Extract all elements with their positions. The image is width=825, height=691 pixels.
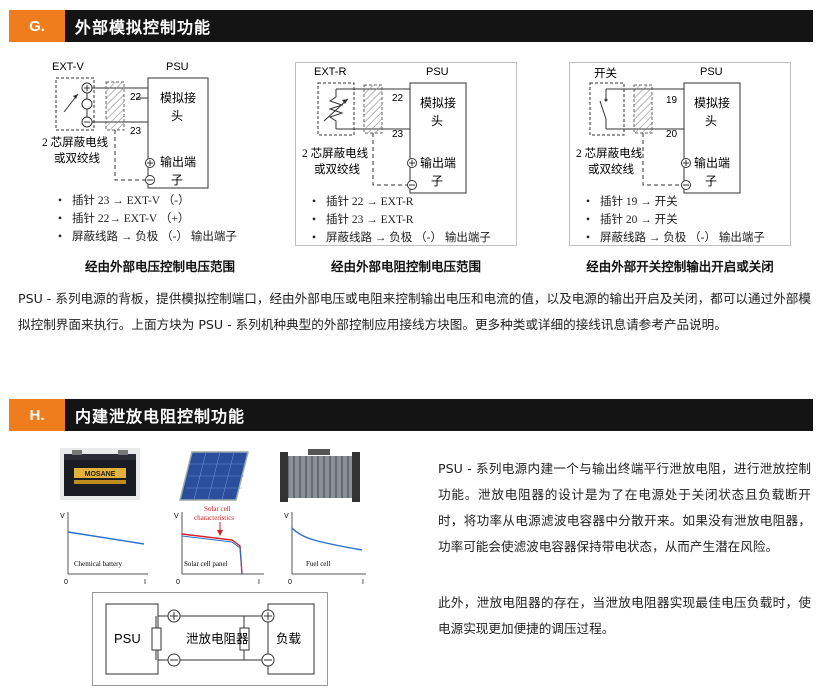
diagram3-bullet: 插针 20 → 开关 <box>580 211 765 229</box>
cable-label-1: 2 芯屏蔽电线 <box>302 146 369 160</box>
cable-label-1: 2 芯屏蔽电线 <box>576 146 643 160</box>
axis-zero-label: 0 <box>64 579 68 586</box>
pin-bottom-label: 20 <box>666 129 678 140</box>
internal-resistor <box>151 627 162 651</box>
solar-panel-image <box>179 451 249 501</box>
axis-i-label: I <box>144 579 146 586</box>
solar-annotation-1: Solar cell <box>204 505 231 513</box>
axis-v-label: V <box>60 513 65 520</box>
axis-i-label: I <box>362 579 364 586</box>
cable-label-2: 或双绞线 <box>314 162 360 176</box>
solar-annotation-2: characteristics <box>194 514 234 522</box>
section-g-paragraph: PSU - 系列电源的背板，提供模拟控制端口，经由外部电压或电阻来控制输出电压和… <box>18 291 811 332</box>
diagram1-bullet: 插针 22→ EXT-V （+） <box>52 210 237 228</box>
fuel-vi-chart: V I 0 Fuel cell <box>284 512 366 586</box>
psu-label: PSU <box>166 61 189 73</box>
cable-shield <box>105 81 125 131</box>
diagram-ext-v-svg: EXT-V PSU 22 23 模拟接 头 输出端 子 2 芯屏蔽电线 或双绞线 <box>42 61 209 189</box>
section-g-tag: G. <box>9 10 65 42</box>
fuel-chart-label: Fuel cell <box>306 560 330 568</box>
pin-bottom-label: 23 <box>392 129 404 140</box>
psu-box <box>147 77 209 189</box>
analog-port-label-1: 模拟接 <box>160 90 196 105</box>
output-terminal-label-1: 输出端 <box>694 155 730 170</box>
section-g-header: G. 外部模拟控制功能 <box>9 10 813 42</box>
adjust-arrow <box>323 98 349 122</box>
psu-label: PSU <box>700 66 723 78</box>
section-h-title: 内建泄放电阻控制功能 <box>75 407 246 426</box>
diagram1-bullet: 插针 23 → EXT-V （-） <box>52 192 237 210</box>
circuit-resistor-label: 泄放电阻器 <box>186 631 249 646</box>
output-terminal-label-2: 子 <box>431 174 443 188</box>
section-h-tag: H. <box>9 399 65 431</box>
diagram3-bullets: 插针 19 → 开关 插针 20 → 开关 屏蔽线路 → 负极 （-） 输出端子 <box>580 193 765 247</box>
battery-curve <box>67 531 145 545</box>
diagram2-bullet: 插针 22 → EXT-R <box>306 193 491 211</box>
car-battery-image: MOSANE <box>60 448 140 500</box>
ext-v-label: EXT-V <box>52 61 84 73</box>
diagram1-bullets: 插针 23 → EXT-V （-） 插针 22→ EXT-V （+） 屏蔽线路 … <box>52 192 237 246</box>
diagram1-bullet: 屏蔽线路 → 负极 （-） 输出端子 <box>52 228 237 246</box>
analog-port-label-2: 头 <box>431 114 443 128</box>
axis-zero-label: 0 <box>176 579 180 586</box>
section-h-paragraph-2: 此外，泄放电阻器的存在，当泄放电阻器实现最佳电压负载时，使电源实现更加便捷的调压… <box>438 595 811 636</box>
analog-port-label-1: 模拟接 <box>420 95 456 110</box>
fuel-curve <box>291 527 363 551</box>
diagram1-caption: 经由外部电压控制电压范围 <box>84 259 235 274</box>
analog-port-label-1: 模拟接 <box>694 95 730 110</box>
diagram2-bullet: 插针 23 → EXT-R <box>306 211 491 229</box>
ext-r-source-box <box>317 82 355 136</box>
cable-shield <box>363 84 383 134</box>
battery-chart-label: Chemical battery <box>74 560 123 568</box>
diagram3-caption: 经由外部开关控制输出开启或关闭 <box>586 259 774 274</box>
pin-top-label: 22 <box>130 92 142 103</box>
circuit-load-label: 负载 <box>276 632 302 646</box>
pin-bottom-label: 23 <box>130 126 142 137</box>
diagram-ext-r-svg: EXT-R PSU 22 23 模拟接 头 输出端 子 2 芯屏蔽电线 或双绞线 <box>302 66 467 194</box>
cable-shield <box>633 84 653 134</box>
cable-label-1: 2 芯屏蔽电线 <box>42 135 109 149</box>
output-terminal-label-1: 输出端 <box>160 154 196 169</box>
diagram2-bullets: 插针 22 → EXT-R 插针 23 → EXT-R 屏蔽线路 → 负极 （-… <box>306 193 491 247</box>
axis-v-label: V <box>284 513 289 520</box>
psu-label: PSU <box>426 66 449 78</box>
pin-top-label: 22 <box>392 93 404 104</box>
ext-r-label: EXT-R <box>314 66 346 78</box>
analog-port-label-2: 头 <box>705 114 717 128</box>
diagram3-bullet: 插针 19 → 开关 <box>580 193 765 211</box>
diagram-ext-v: EXT-V PSU 22 23 模拟接 头 输出端 子 2 芯屏蔽电线 或双绞线 <box>40 58 280 198</box>
axis-v-label: V <box>174 513 179 520</box>
diagram2-bullet: 屏蔽线路 → 负极 （-） 输出端子 <box>306 229 491 247</box>
circuit-load-box <box>267 603 315 675</box>
section-h-paragraph-1: PSU - 系列电源内建一个与输出终端平行泄放电阻，进行泄放控制功能。泄放电阻器… <box>438 461 811 554</box>
diagram3-bullet: 屏蔽线路 → 负极 （-） 输出端子 <box>580 229 765 247</box>
solar-vi-chart: Solar cell characteristics V I 0 Solar c… <box>174 505 264 586</box>
switch-source-box <box>589 82 625 136</box>
battery-brand: MOSANE <box>85 471 116 478</box>
bleeder-circuit-diagram: PSU 泄放电阻器 负载 <box>92 592 328 686</box>
diagram-ext-r: EXT-R PSU 22 23 模拟接 头 输出端 子 2 芯屏蔽电线 或双绞线… <box>295 62 517 246</box>
output-terminal-label-2: 子 <box>171 173 183 187</box>
battery-vi-chart: V I 0 Chemical battery <box>60 512 148 586</box>
analog-port-label-2: 头 <box>171 109 183 123</box>
cable-label-2: 或双绞线 <box>54 151 100 165</box>
solar-chart-label: Solar cell panel <box>184 560 228 568</box>
output-terminal-label-2: 子 <box>705 174 717 188</box>
fuel-cell-image <box>280 449 360 502</box>
switch-blade <box>599 100 607 120</box>
diagram2-caption: 经由外部电阻控制电压范围 <box>330 259 481 274</box>
circuit-psu-label: PSU <box>114 631 141 646</box>
output-terminal-label-1: 输出端 <box>420 155 456 170</box>
solar-curve-blue <box>181 535 243 575</box>
axis-i-label: I <box>258 579 260 586</box>
axis-zero-label: 0 <box>288 579 292 586</box>
section-g-title: 外部模拟控制功能 <box>75 18 212 37</box>
cable-label-2: 或双绞线 <box>588 162 634 176</box>
circuit-psu-box <box>105 603 159 675</box>
section-h-header: H. 内建泄放电阻控制功能 <box>9 399 813 431</box>
pin-top-label: 19 <box>666 95 678 106</box>
switch-label: 开关 <box>594 66 617 80</box>
diagram-switch-svg: 开关 PSU 19 20 模拟接 头 输出端 子 2 芯屏蔽电线 或双绞线 <box>576 66 741 194</box>
diagram-switch: 开关 PSU 19 20 模拟接 头 输出端 子 2 芯屏蔽电线 或双绞线 插针… <box>569 62 791 246</box>
